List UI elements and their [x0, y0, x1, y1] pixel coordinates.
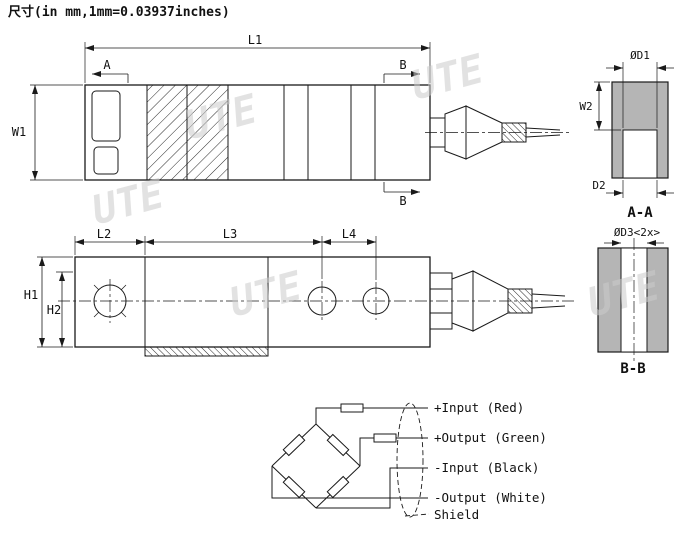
wire-minus-output [271, 466, 428, 499]
section-aa-hole [622, 129, 658, 179]
hatched-block-right [186, 84, 229, 181]
top-view: L1 W1 A B B [12, 33, 570, 208]
dim-label-l2: L2 [97, 227, 111, 241]
section-marker-a-top: A [92, 58, 129, 83]
wire-label-shield: Shield [434, 507, 479, 522]
top-view-slot-upper [91, 90, 121, 142]
dim-label-w2: W2 [579, 100, 592, 113]
wiring-diagram: +Input (Red) +Output (Green) -Input (Bla… [271, 400, 547, 522]
side-view-base-strip [144, 346, 269, 357]
dim-label-d3: ØD3<2x> [614, 226, 661, 239]
top-view-slot-lower [93, 146, 119, 175]
section-aa-title: A-A [627, 205, 653, 221]
wire-label-minus-output: -Output (White) [434, 490, 547, 505]
section-marker-b-top-label: B [399, 58, 406, 72]
hatched-block-left [146, 84, 188, 181]
dim-label-h2: H2 [47, 303, 61, 317]
wire-label-plus-input: +Input (Red) [434, 400, 524, 415]
series-resistor-2 [373, 433, 397, 443]
bridge-resistor-3 [326, 475, 350, 499]
section-bb-view: ØD3<2x> B-B [597, 226, 669, 377]
dim-label-h1: H1 [24, 288, 38, 302]
section-marker-b-bottom-label: B [399, 194, 406, 208]
bridge-resistor-1 [282, 433, 306, 457]
wire-minus-input [316, 467, 428, 509]
section-marker-a-label: A [103, 58, 111, 72]
wheatstone-bridge [271, 423, 361, 509]
dim-label-l1: L1 [248, 33, 262, 47]
top-view-body [84, 84, 431, 181]
side-view: L2 L3 L4 H1 H2 [24, 227, 575, 357]
wire-plus-output [359, 437, 428, 466]
dim-label-w1: W1 [12, 125, 26, 139]
dim-label-l4: L4 [342, 227, 356, 241]
section-bb-title: B-B [620, 361, 645, 377]
wire-plus-input [315, 407, 428, 424]
cable-thread-section-side [507, 288, 533, 314]
section-aa-view: ØD1 W2 D2 A-A [579, 49, 674, 221]
section-marker-b-bottom: B [383, 182, 420, 208]
series-resistor-1 [340, 403, 364, 413]
bridge-resistor-4 [282, 475, 306, 499]
section-marker-b-top: B [383, 58, 420, 83]
dim-label-l3: L3 [223, 227, 237, 241]
cable-boundary-ellipse [396, 402, 424, 518]
dim-label-d2: D2 [592, 179, 605, 192]
wire-label-minus-input: -Input (Black) [434, 460, 539, 475]
watermark-ute: UTE [407, 46, 490, 109]
cable-assembly-top-view [425, 105, 570, 160]
cable-assembly-side-view [429, 270, 566, 332]
wire-label-plus-output: +Output (Green) [434, 430, 547, 445]
page-title: 尺寸(in mm,1mm=0.03937inches) [8, 4, 230, 20]
watermark-ute: UTE [225, 263, 308, 326]
bridge-resistor-2 [326, 433, 350, 457]
shield-lead [404, 513, 430, 517]
dim-label-d1: ØD1 [630, 49, 650, 62]
